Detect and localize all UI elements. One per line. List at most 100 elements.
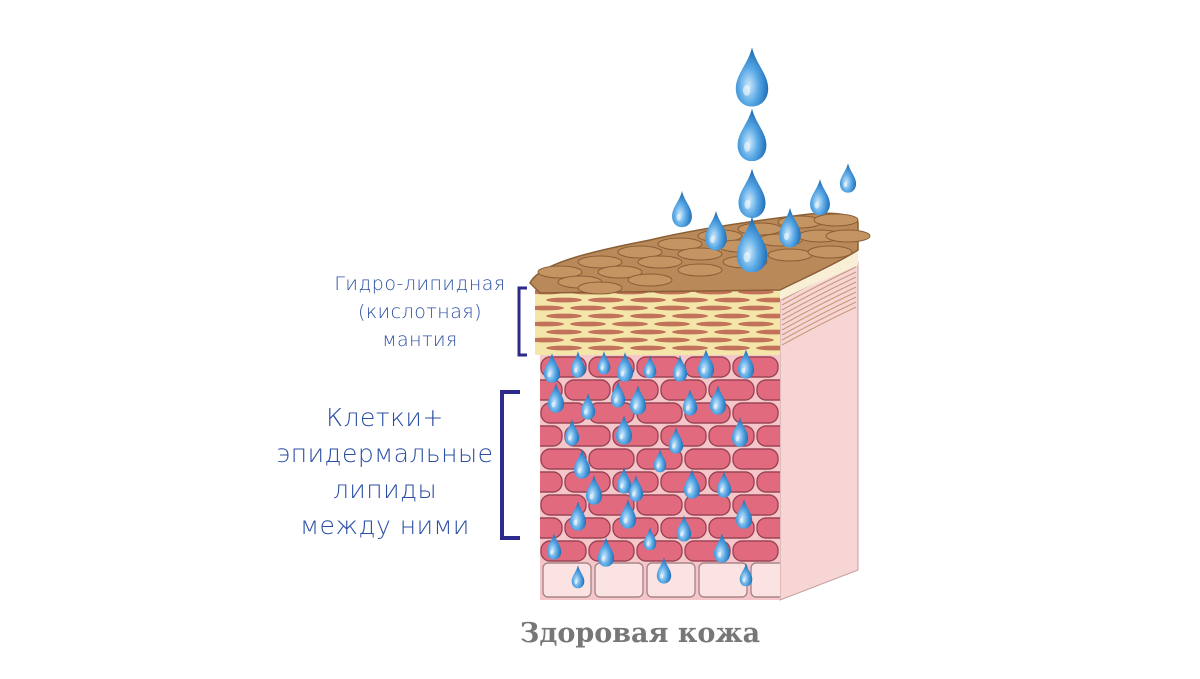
lipid-streak xyxy=(696,337,732,343)
side-lipid-streak xyxy=(781,296,857,336)
surface-scale xyxy=(577,281,623,295)
side-cell xyxy=(809,0,832,12)
side-cell xyxy=(846,10,869,40)
lipid-streak xyxy=(738,305,774,311)
lipid-streak xyxy=(535,305,564,311)
lipid-streak xyxy=(654,321,690,327)
side-cell xyxy=(784,48,807,78)
lipid-streak xyxy=(546,329,582,335)
basal-cell xyxy=(594,562,644,598)
epidermal-cell xyxy=(660,425,707,447)
mantle-bracket xyxy=(517,286,527,357)
side-cell xyxy=(809,108,832,138)
lipid-streak xyxy=(714,329,750,335)
lipid-streak xyxy=(570,337,606,343)
lipid-streak xyxy=(738,337,774,343)
side-cell xyxy=(809,24,832,54)
lipid-streak xyxy=(612,305,648,311)
side-lipid-streak xyxy=(781,291,857,331)
water-drop-icon xyxy=(672,190,692,228)
water-drop-icon xyxy=(737,108,767,162)
epidermal-cell xyxy=(684,494,731,516)
side-cell xyxy=(796,141,819,171)
epidermal-cell xyxy=(756,471,780,493)
surface-scale xyxy=(597,265,643,279)
side-cell xyxy=(784,174,807,204)
side-cell xyxy=(796,99,819,129)
lipid-streak xyxy=(714,345,750,351)
surface-scale xyxy=(637,255,683,269)
lipid-streak xyxy=(672,297,708,303)
side-cell xyxy=(821,76,844,106)
surface-scale xyxy=(677,247,723,261)
side-lipid-streak xyxy=(781,266,857,306)
lipid-streak xyxy=(672,313,708,319)
lipid-streak xyxy=(588,313,624,319)
diagram-caption: Здоровая кожа xyxy=(519,618,761,649)
lipid-streak xyxy=(612,337,648,343)
surface-scale xyxy=(737,222,783,236)
epidermal-cell xyxy=(540,517,563,539)
surface-scale xyxy=(807,245,853,259)
side-cell xyxy=(796,57,819,87)
side-cell xyxy=(821,0,844,21)
cells-label-line-2: эпидермальные xyxy=(276,439,494,468)
water-drop-icon xyxy=(810,178,830,216)
lipid-streak xyxy=(570,321,606,327)
surface-scale xyxy=(657,237,703,251)
side-cell xyxy=(796,0,819,3)
lipid-streak xyxy=(546,345,582,351)
side-cell xyxy=(834,126,857,156)
lipid-streak xyxy=(535,337,564,343)
surface-scale xyxy=(677,263,723,277)
side-cell xyxy=(809,66,832,96)
epidermal-cells-layer xyxy=(540,355,780,600)
surface-scale xyxy=(813,213,859,227)
lipid-streak xyxy=(546,313,582,319)
epidermal-cell xyxy=(660,379,707,401)
lipid-streak xyxy=(672,329,708,335)
lipid-streak xyxy=(756,345,780,351)
lipid-streak xyxy=(612,321,648,327)
basal-cell xyxy=(646,562,696,598)
lipid-streak xyxy=(654,337,690,343)
surface-scale xyxy=(617,245,663,259)
side-cell xyxy=(821,34,844,64)
lipid-streak xyxy=(714,297,750,303)
epidermal-cell xyxy=(732,540,779,562)
mantle-label-line-3: мантия xyxy=(382,329,458,351)
mantle-label: Гидро-липидная (кислотная) мантия xyxy=(300,270,540,354)
epidermal-cell xyxy=(588,402,635,424)
cells-label: Клетки+ эпидермальные липиды между ними xyxy=(270,400,500,544)
lipid-streak xyxy=(630,297,666,303)
lipid-streak xyxy=(535,321,564,327)
surface-scale xyxy=(825,229,871,243)
lipid-streak xyxy=(588,297,624,303)
epidermal-cell xyxy=(756,517,780,539)
cells-bracket xyxy=(500,390,520,540)
surface-scale xyxy=(627,273,673,287)
side-lipid-streak xyxy=(781,306,857,346)
lipid-streak xyxy=(588,329,624,335)
side-cell xyxy=(834,84,857,114)
water-drop-icon xyxy=(738,168,766,218)
lipid-streak xyxy=(696,305,732,311)
side-lipid-streak xyxy=(781,281,857,321)
water-drop-icon xyxy=(735,47,769,107)
side-cell xyxy=(846,136,869,166)
side-cell xyxy=(784,132,807,162)
side-cell xyxy=(796,15,819,45)
cells-label-line-4: между ними xyxy=(300,511,470,540)
side-lipid-streak xyxy=(781,301,857,341)
side-lipid-streak xyxy=(781,286,857,326)
lipid-streak xyxy=(570,305,606,311)
epidermal-cell xyxy=(732,402,779,424)
lipid-streak xyxy=(630,313,666,319)
lipid-streak xyxy=(630,329,666,335)
side-lipid-streak xyxy=(781,276,857,316)
side-cell xyxy=(821,118,844,148)
lipid-streak xyxy=(756,329,780,335)
side-cell xyxy=(784,6,807,36)
